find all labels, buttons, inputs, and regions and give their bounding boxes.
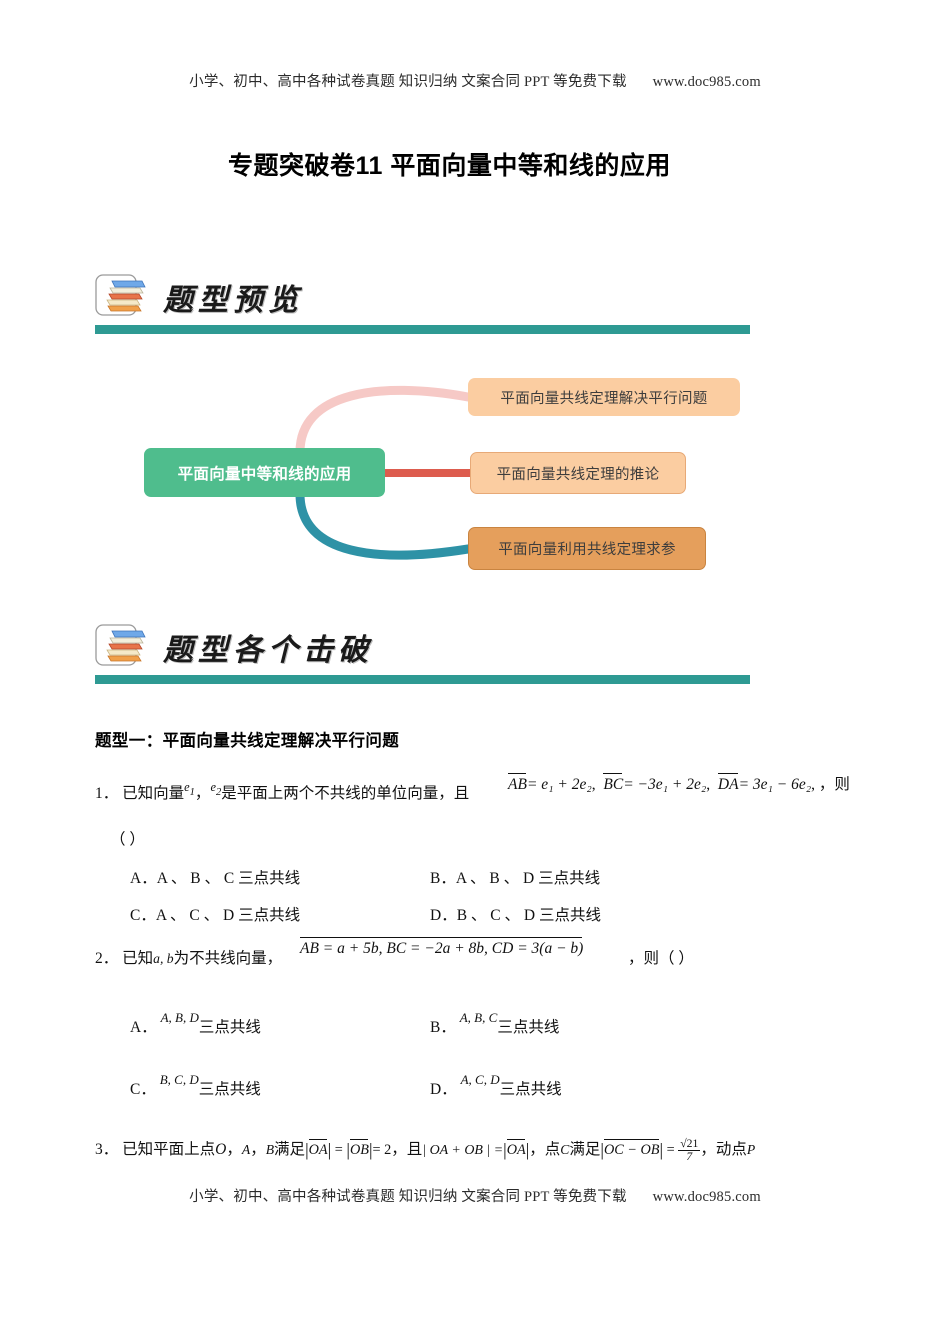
q3-cond3-lhs: OC − OB: [603, 1142, 660, 1158]
mindmap-branch-2[interactable]: 平面向量共线定理的推论: [470, 452, 686, 494]
q3-stem: 3． 已知平面上点O，A，B满足|OA| = |OB|= 2，且| OA + O…: [95, 1137, 756, 1164]
running-header-url: www.doc985.com: [652, 74, 761, 90]
mindmap-branch-3[interactable]: 平面向量利用共线定理求参: [468, 527, 706, 570]
q1-option-a-value: A 、 B 、 C 三点共线: [156, 870, 301, 887]
q3-text-a: 已知平面上点: [122, 1141, 216, 1158]
q1-option-d-value: B 、 C 、 D 三点共线: [456, 907, 601, 924]
q2-option-a-points: A, B, D: [160, 1010, 199, 1025]
running-footer-text: 小学、初中、高中各种试卷真题 知识归纳 文案合同 PPT 等免费下载: [189, 1189, 627, 1205]
running-header-text: 小学、初中、高中各种试卷真题 知识归纳 文案合同 PPT 等免费下载: [189, 74, 627, 90]
q1-e2-sub: 2: [215, 786, 222, 798]
q2-option-a-value: 三点共线: [198, 1018, 261, 1036]
mindmap: 平面向量中等和线的应用 平面向量共线定理解决平行问题 平面向量共线定理的推论 平…: [0, 0, 950, 620]
mindmap-branch-1[interactable]: 平面向量共线定理解决平行问题: [468, 378, 740, 416]
q2-answer-paren: （ ）: [659, 950, 694, 967]
q3-comma-2: ，: [250, 1141, 266, 1158]
q2-option-b-value: 三点共线: [497, 1018, 560, 1036]
q1-e1-sub: 1: [189, 786, 195, 798]
q1-e1: e: [184, 780, 190, 794]
q3-point-p: P: [746, 1142, 756, 1157]
q1-option-a[interactable]: A．A 、 B 、 C 三点共线: [130, 866, 300, 888]
q1-answer-paren: （ ）: [110, 831, 145, 848]
q2-option-d-value: 三点共线: [499, 1080, 562, 1098]
section-banner-overview-label: 题型预览: [163, 283, 303, 318]
q3-cond1-mid: OB: [349, 1142, 369, 1158]
q2-number: 2．: [95, 950, 119, 967]
q2-option-b[interactable]: B． A, B, C三点共线: [430, 1010, 559, 1037]
books-icon-2: [95, 623, 151, 669]
q2-option-b-label: B．: [430, 1018, 456, 1036]
q1-stem: 1． 已知向量e1，e2是平面上两个不共线的单位向量，且: [95, 780, 470, 802]
q1-option-a-label: A．: [130, 870, 157, 887]
running-footer-url: www.doc985.com: [652, 1189, 761, 1205]
section-banner-rule: [95, 325, 750, 334]
q3-cond2-rhs: OA: [506, 1142, 526, 1158]
q1-text-a: 已知向量: [122, 784, 185, 802]
q1-option-c-value: A 、 C 、 D 三点共线: [155, 907, 301, 924]
q1-formula-3-vector: DA: [717, 776, 739, 793]
q2-stem: 2． 已知a, b为不共线向量，: [95, 946, 282, 968]
q3-text-e: 满足: [569, 1141, 601, 1158]
q2-text-a: 已知: [122, 950, 154, 967]
q3-point-b: B: [265, 1142, 275, 1157]
q1-formula-1-rhs: = e₁ + 2e₂: [526, 776, 592, 793]
q2-formula: AB = a + 5b, BC = −2a + 8b, CD = 3(a − b…: [300, 940, 583, 958]
q3-cond1-lhs: OA: [308, 1142, 328, 1158]
q3-text-d: ，点: [529, 1141, 561, 1158]
q2-option-a[interactable]: A． A, B, D三点共线: [130, 1010, 261, 1037]
page-title: 专题突破卷11 平面向量中等和线的应用: [228, 152, 671, 180]
question-type-1-heading: 题型一：平面向量共线定理解决平行问题: [95, 731, 400, 750]
q3-text-f: ，动点: [700, 1141, 747, 1158]
q1-option-b-label: B．: [430, 870, 456, 887]
q1-e2: e: [210, 780, 216, 794]
q1-option-b[interactable]: B．A 、 B 、 D 三点共线: [430, 866, 600, 888]
q3-cond2: | OA + OB | =: [422, 1143, 504, 1158]
q3-fraction-denominator: 7: [686, 1150, 693, 1164]
q1-formula-3-rhs: = 3e₁ − 6e₂: [738, 776, 812, 793]
q1-formula-1-vector: AB: [508, 776, 527, 793]
q2-option-c[interactable]: C． B, C, D三点共线: [130, 1072, 261, 1099]
q1-formula-2-rhs: = −3e₁ + 2e₂: [623, 776, 707, 793]
q3-point-a: A: [241, 1142, 251, 1157]
q2-option-d-label: D．: [430, 1080, 457, 1098]
q2-option-d[interactable]: D． A, C, D三点共线: [430, 1072, 562, 1099]
q1-option-d[interactable]: D．B 、 C 、 D 三点共线: [430, 903, 601, 925]
q2-option-c-label: C．: [130, 1080, 156, 1098]
q1-number: 1．: [95, 784, 119, 802]
q1-text-b: 是平面上两个不共线的单位向量，且: [221, 784, 470, 802]
section-banner-rule-2: [95, 675, 750, 684]
q1-formula-2-vector: BC: [603, 776, 624, 793]
running-footer: 小学、初中、高中各种试卷真题 知识归纳 文案合同 PPT 等免费下载 www.do…: [0, 1185, 950, 1206]
q2-vars: a, b: [153, 951, 174, 966]
q3-cond1-val: = 2: [372, 1142, 392, 1158]
q3-point-c: C: [560, 1142, 570, 1157]
mindmap-center-node[interactable]: 平面向量中等和线的应用: [144, 448, 385, 497]
q2-option-a-label: A．: [130, 1018, 157, 1036]
q3-point-o: O: [215, 1141, 227, 1158]
q1-option-c-label: C．: [130, 907, 156, 924]
q1-formulas: AB= e₁ + 2e₂, BC= −3e₁ + 2e₂, DA= 3e₁ − …: [508, 776, 850, 793]
q3-text-c: ，且: [391, 1141, 423, 1158]
q2-tail-group: ，则（ ）: [628, 946, 694, 968]
q2-tail: ，则: [628, 950, 660, 967]
q1-option-d-label: D．: [430, 907, 457, 924]
q3-fraction-numerator: √21: [678, 1137, 701, 1152]
q2-option-c-points: B, C, D: [159, 1072, 199, 1087]
q2-option-c-value: 三点共线: [198, 1080, 261, 1098]
q3-number: 3．: [95, 1141, 119, 1158]
q1-option-b-value: A 、 B 、 D 三点共线: [455, 870, 601, 887]
q1-option-c[interactable]: C．A 、 C 、 D 三点共线: [130, 903, 300, 925]
q2-text-b: 为不共线向量，: [173, 950, 283, 967]
q1-tail: ，则: [818, 776, 850, 793]
q2-formula-expression: AB = a + 5b, BC = −2a + 8b, CD = 3(a − b…: [300, 940, 584, 957]
q2-option-b-points: A, B, C: [459, 1010, 498, 1025]
section-banner-breakdown-label: 题型各个击破: [163, 633, 373, 668]
q2-option-d-points: A, C, D: [460, 1072, 500, 1087]
running-header: 小学、初中、高中各种试卷真题 知识归纳 文案合同 PPT 等免费下载 www.do…: [0, 70, 950, 91]
q3-text-b: 满足: [274, 1141, 306, 1158]
books-icon: [95, 273, 151, 319]
q3-comma-1: ，: [226, 1141, 242, 1158]
